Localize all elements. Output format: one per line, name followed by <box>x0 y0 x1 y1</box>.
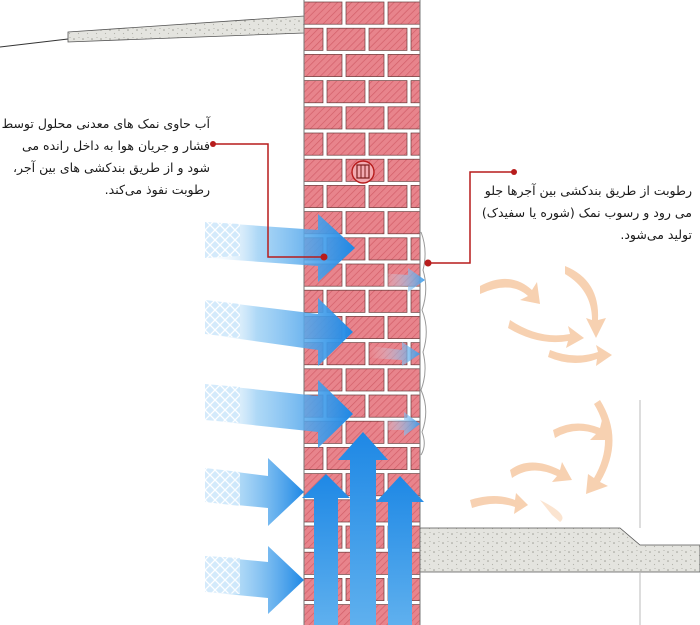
brick <box>303 447 324 470</box>
brick <box>326 132 366 156</box>
left-callout-text: آب حاوی نمک های معدنی محلول توسط فشار و … <box>1 116 210 197</box>
brick <box>410 185 421 208</box>
brick <box>387 106 421 130</box>
brick <box>387 158 421 182</box>
brick <box>303 27 324 51</box>
rising-damp-arrow-2 <box>338 432 388 625</box>
right-callout-text: رطوبت از طریق بندکشی بین آجرها جلو می رو… <box>481 183 692 242</box>
exterior-ground <box>0 15 305 48</box>
evaporation-arrows <box>470 266 613 522</box>
brick <box>345 211 385 235</box>
brick <box>410 27 421 51</box>
brick <box>303 54 343 77</box>
salt-deposit-icon <box>351 160 375 184</box>
seepage-arrow-3 <box>378 412 420 436</box>
brick <box>345 368 385 392</box>
brick <box>345 263 385 287</box>
brick <box>410 289 421 313</box>
seepage-arrow-1 <box>380 268 425 292</box>
seepage-arrow-2 <box>370 342 420 366</box>
rising-damp-arrow-3 <box>376 476 424 625</box>
brick <box>345 106 385 130</box>
brick <box>368 132 408 156</box>
rising-damp-arrow-1 <box>302 474 350 625</box>
brick <box>387 316 421 339</box>
brick <box>410 604 421 625</box>
brick <box>368 185 408 208</box>
water-arrow-2 <box>205 298 353 366</box>
brick <box>410 447 421 470</box>
brick <box>410 237 421 261</box>
brick <box>326 185 366 208</box>
brick <box>410 499 421 523</box>
water-arrow-1 <box>205 214 355 282</box>
brick <box>303 1 343 25</box>
brick <box>345 316 385 339</box>
brick <box>368 27 408 51</box>
brick <box>410 394 421 418</box>
brick <box>345 1 385 25</box>
brick <box>303 106 343 130</box>
brick <box>326 80 366 104</box>
brick <box>387 211 421 235</box>
brick <box>410 132 421 156</box>
brick <box>368 80 408 104</box>
brick <box>303 80 324 104</box>
water-arrow-3 <box>205 380 353 448</box>
brick <box>326 289 366 313</box>
left-callout-connector <box>210 141 328 261</box>
water-arrow-4 <box>205 458 304 526</box>
damp-wall-edge <box>420 231 427 456</box>
brick <box>387 1 421 25</box>
brick <box>303 185 324 208</box>
brick <box>326 27 366 51</box>
right-callout-connector <box>424 169 517 267</box>
brick <box>387 368 421 392</box>
brick <box>368 394 408 418</box>
brick <box>303 158 343 182</box>
water-arrow-5 <box>205 546 304 614</box>
brick <box>410 551 421 575</box>
brick <box>345 54 385 77</box>
brick <box>368 237 408 261</box>
brick <box>368 289 408 313</box>
brick <box>387 54 421 77</box>
interior-floor-slab <box>419 400 700 625</box>
brick <box>410 80 421 104</box>
brick <box>303 132 324 156</box>
